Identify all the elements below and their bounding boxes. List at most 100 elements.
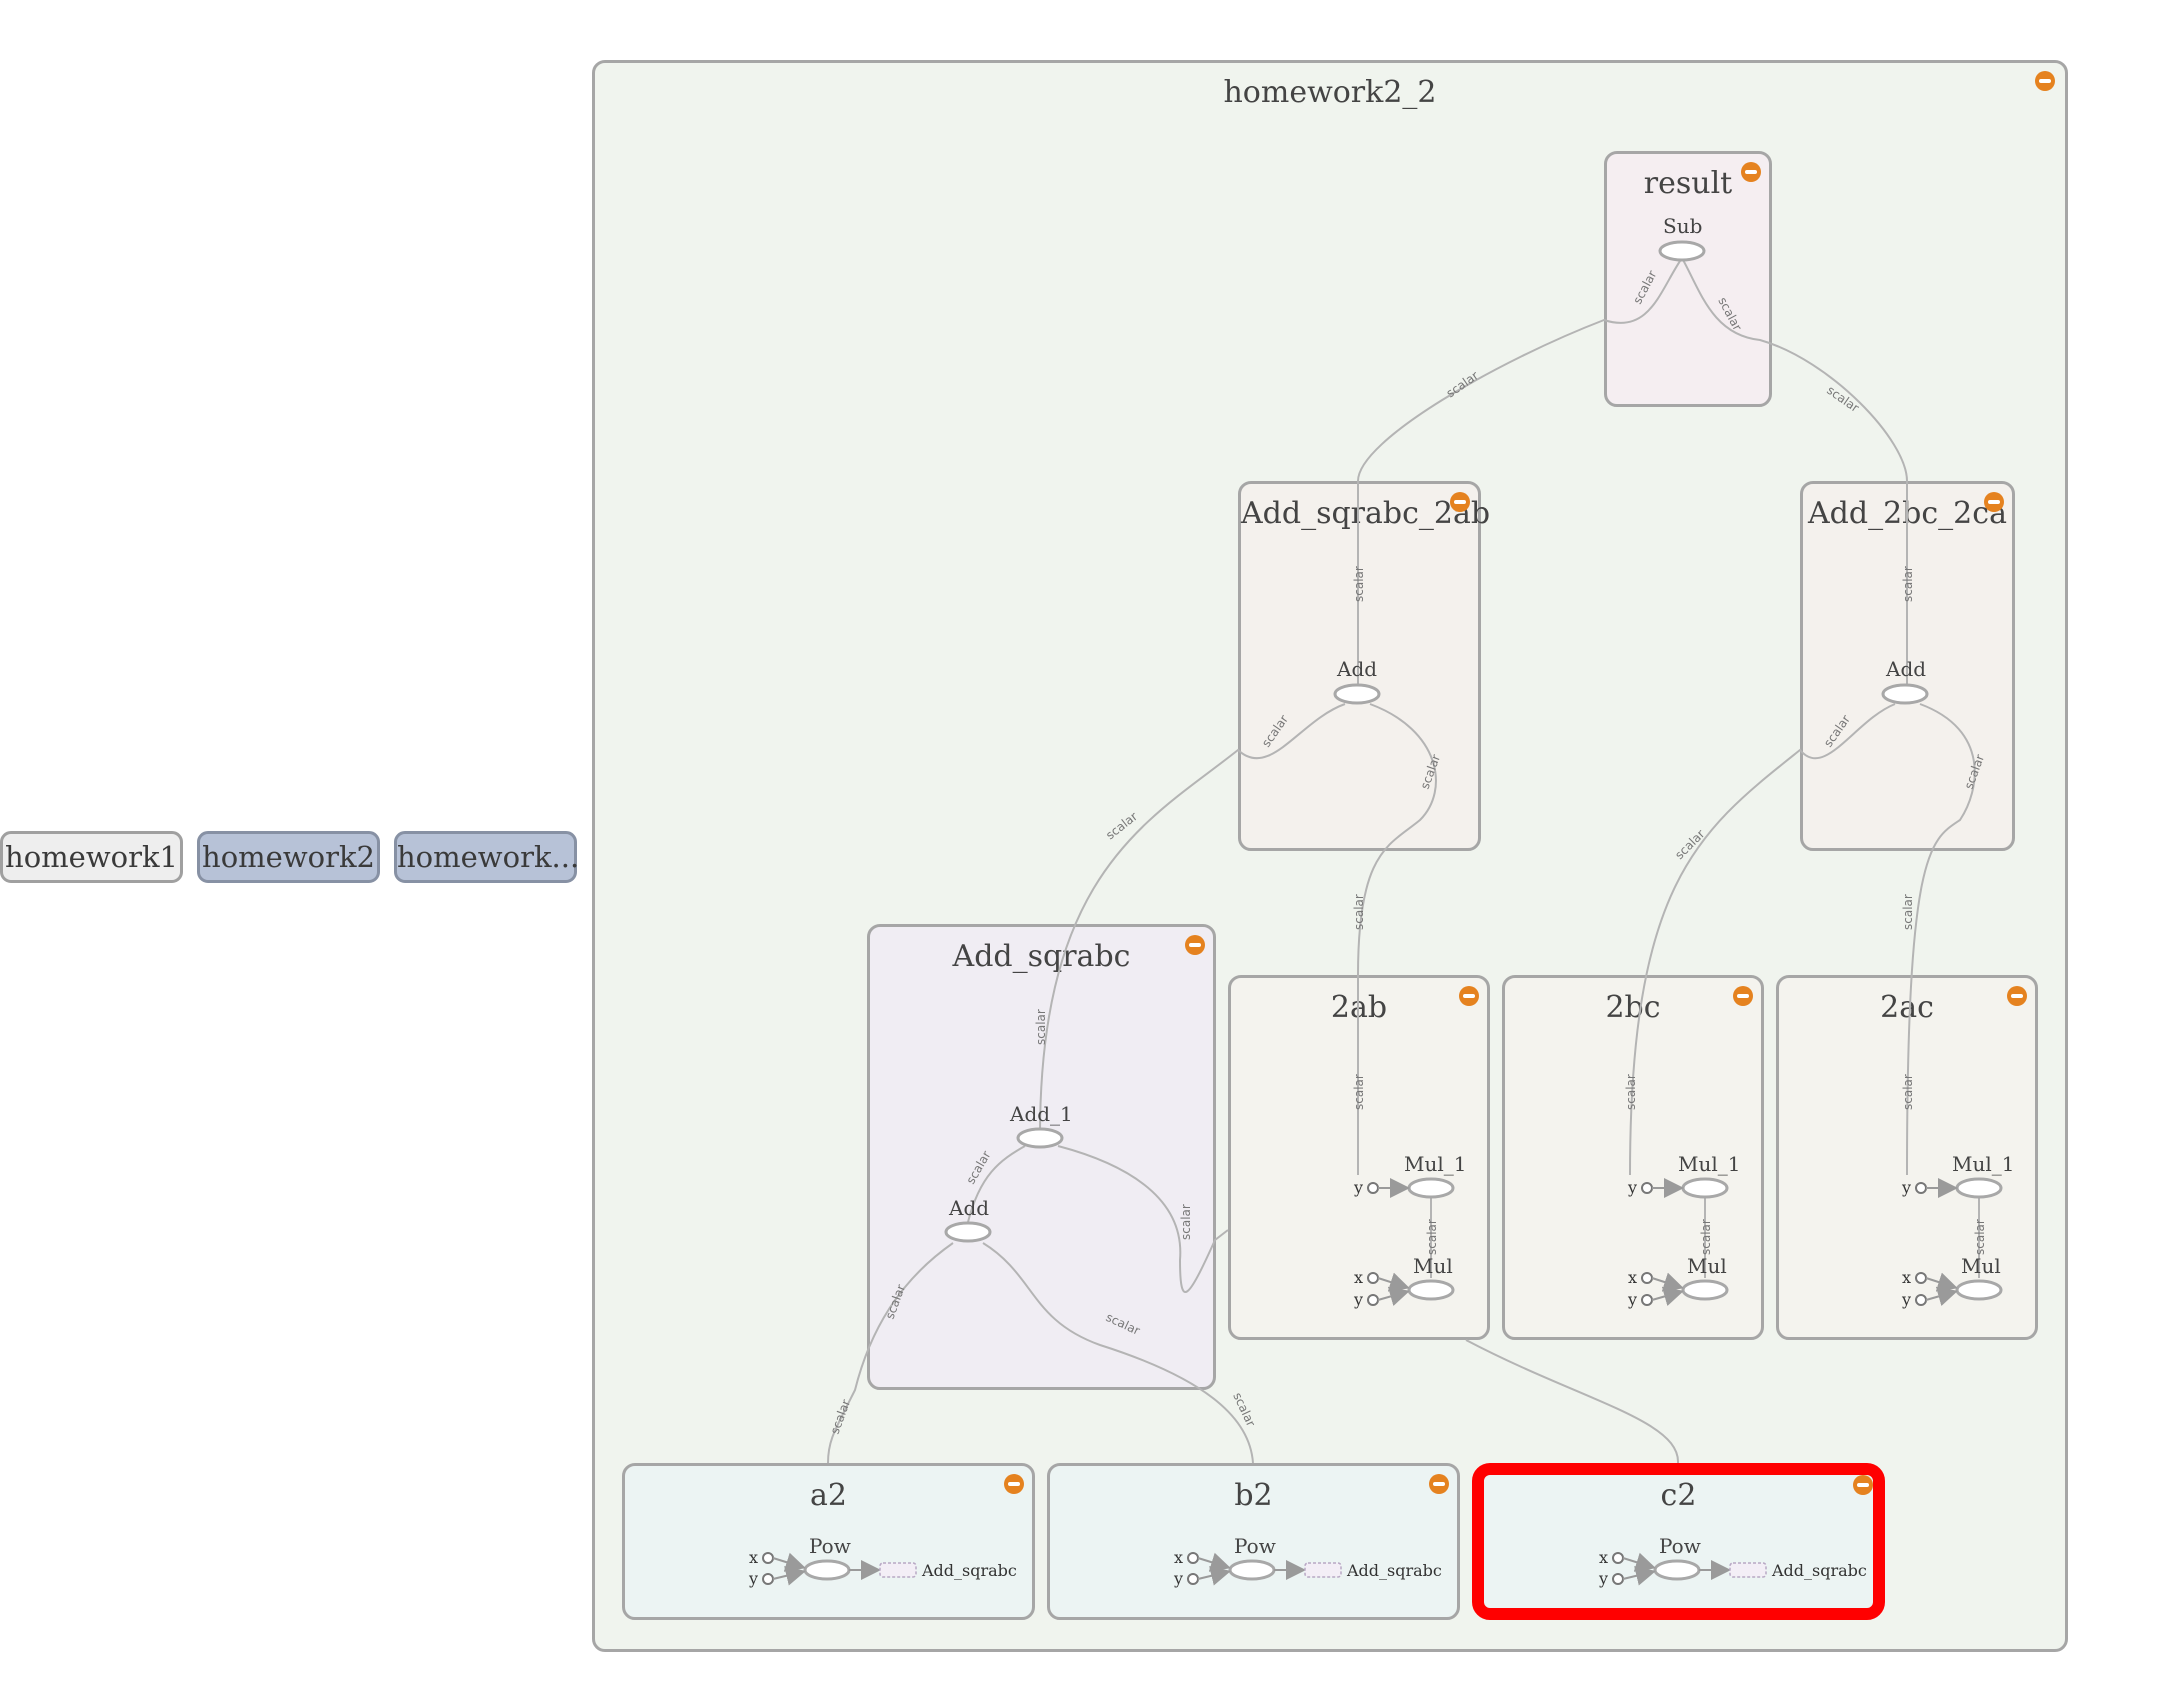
op-label: Pow [1659, 1534, 1701, 1558]
pin-y: y [1628, 1290, 1638, 1309]
node-homework1[interactable]: homework1 [0, 831, 183, 883]
op-mul-1-2ab[interactable] [1407, 1177, 1455, 1199]
group-result[interactable]: result [1604, 151, 1772, 407]
edge-label: scalar [1699, 1219, 1713, 1255]
pin-x: x [749, 1548, 759, 1567]
edge-sub-left [1357, 257, 1683, 482]
op-mul-2bc[interactable] [1681, 1279, 1729, 1301]
group-title: a2 [810, 1478, 847, 1513]
op-sub[interactable] [1658, 240, 1706, 262]
op-label: Mul_1 [1952, 1152, 2015, 1176]
group-homework2-2[interactable]: homework2_2 [592, 60, 2068, 1652]
collapse-icon[interactable] [1450, 492, 1470, 512]
edge-label: scalar [1352, 566, 1366, 602]
ref-add-sqrabc[interactable] [879, 1562, 917, 1578]
input-pin [1641, 1272, 1653, 1284]
op-add-2ca[interactable] [1881, 683, 1929, 705]
edge-label: scalar [1973, 1219, 1987, 1255]
pin-y: y [1628, 1178, 1638, 1197]
input-pin [1915, 1294, 1927, 1306]
ref-label: Add_sqrabc [1772, 1561, 1867, 1580]
group-title: 2ac [1880, 990, 1934, 1025]
edge-label: scalar [1034, 1009, 1048, 1045]
group-a2[interactable]: a2 [622, 1463, 1035, 1620]
op-add-1[interactable] [1016, 1127, 1064, 1149]
pin-x: x [1174, 1548, 1184, 1567]
edge-add1-add [967, 1145, 1026, 1223]
edge-label: scalar [963, 1148, 993, 1186]
collapse-icon[interactable] [1185, 935, 1205, 955]
op-add[interactable] [944, 1221, 992, 1243]
op-label: Mul_1 [1678, 1152, 1741, 1176]
pin-y: y [749, 1569, 759, 1588]
edge-add1-2ab [1057, 1145, 1229, 1293]
group-c2-selected[interactable]: c2 [1472, 1463, 1885, 1620]
op-pow-a2[interactable] [803, 1559, 851, 1581]
input-pin [762, 1573, 774, 1585]
collapse-icon[interactable] [1459, 986, 1479, 1006]
edge-label: scalar [1352, 894, 1366, 930]
op-label: Sub [1663, 214, 1703, 238]
edge-add-to-add1 [1039, 703, 1346, 1136]
group-b2[interactable]: b2 [1047, 1463, 1460, 1620]
edge-label: scalar [1418, 753, 1443, 792]
edge-label: scalar [1104, 1310, 1142, 1338]
op-label: Add [949, 1196, 990, 1220]
group-title: b2 [1234, 1478, 1273, 1513]
input-pin [1367, 1272, 1379, 1284]
collapse-icon[interactable] [2035, 71, 2055, 91]
group-2bc[interactable]: 2bc [1502, 975, 1764, 1340]
pin-y: y [1354, 1178, 1364, 1197]
edge-label: scalar [1901, 894, 1915, 930]
input-pin [1367, 1294, 1379, 1306]
edge-label: scalar [1901, 1074, 1915, 1110]
pin-y: y [1354, 1290, 1364, 1309]
pin-y: y [1174, 1569, 1184, 1588]
op-mul-1-2bc[interactable] [1681, 1177, 1729, 1199]
edge-add-b2 [982, 1242, 1254, 1464]
input-pin [1612, 1573, 1624, 1585]
op-pow-c2[interactable] [1653, 1559, 1701, 1581]
edge-label: scalar [1179, 1204, 1193, 1240]
op-label: Mul [1961, 1254, 2001, 1278]
edge-add-to-2bc [1629, 703, 1896, 1176]
collapse-icon[interactable] [1984, 492, 2004, 512]
input-pin [1915, 1182, 1927, 1194]
collapse-icon[interactable] [1004, 1474, 1024, 1494]
op-mul-2ab[interactable] [1407, 1279, 1455, 1301]
node-homework-more[interactable]: homework... [394, 831, 579, 883]
group-add-sqrabc[interactable]: Add_sqrabc [867, 924, 1216, 1390]
ref-label: Add_sqrabc [1347, 1561, 1442, 1580]
group-add-sqrabc-2ab[interactable]: Add_sqrabc_2ab [1238, 481, 1490, 851]
op-mul-2ac[interactable] [1955, 1279, 2003, 1301]
collapse-icon[interactable] [1853, 1475, 1873, 1495]
collapse-icon[interactable] [1429, 1474, 1449, 1494]
op-mul-1-2ac[interactable] [1955, 1177, 2003, 1199]
op-pow-b2[interactable] [1228, 1559, 1276, 1581]
edge-2ab-c2 [1465, 1339, 1680, 1464]
op-label: Pow [809, 1534, 851, 1558]
edge-add-to-2ab [1357, 703, 1437, 976]
pin-y: y [1902, 1178, 1912, 1197]
edge-sub-right [1681, 257, 1908, 482]
edge-label: scalar [1630, 268, 1659, 306]
edge-label: scalar [1962, 753, 1987, 792]
pin-x: x [1599, 1548, 1609, 1567]
op-add-2ab[interactable] [1333, 683, 1381, 705]
op-label: Add_1 [1010, 1102, 1073, 1126]
edge-label: scalar [1103, 809, 1140, 842]
edge-label: scalar [1624, 1074, 1638, 1110]
collapse-icon[interactable] [2007, 986, 2027, 1006]
collapse-icon[interactable] [1741, 162, 1761, 182]
edge-label: scalar [828, 1398, 853, 1437]
edge-label: scalar [883, 1283, 908, 1322]
ref-add-sqrabc[interactable] [1304, 1562, 1342, 1578]
op-label: Add [1337, 657, 1378, 681]
pin-x: x [1628, 1268, 1638, 1287]
node-homework2[interactable]: homework2 [197, 831, 380, 883]
pin-x: x [1902, 1268, 1912, 1287]
ref-label: Add_sqrabc [922, 1561, 1017, 1580]
collapse-icon[interactable] [1733, 986, 1753, 1006]
ref-add-sqrabc[interactable] [1729, 1562, 1767, 1578]
